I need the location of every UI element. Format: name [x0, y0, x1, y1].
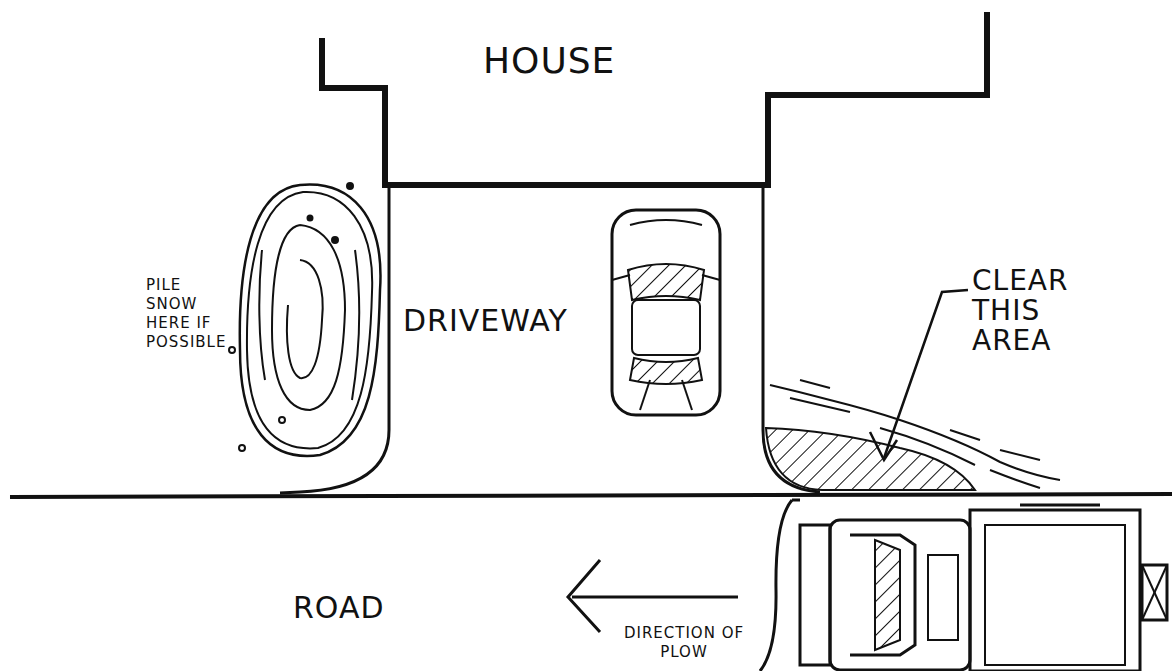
snow-drift [770, 380, 1060, 488]
note-label: PILE SNOW HERE IF POSSIBLE [146, 276, 238, 352]
callout-label: CLEAR THIS AREA [972, 266, 1092, 356]
clear-area [766, 428, 975, 490]
direction-arrow [568, 560, 738, 632]
area-label: DRIVEWAY [403, 303, 623, 339]
house-outline [322, 12, 987, 185]
building-label: HOUSE [483, 40, 683, 82]
road-edge [10, 494, 1172, 497]
plow-truck [760, 500, 1167, 671]
car [612, 210, 720, 415]
leader-arrow [870, 290, 968, 460]
snow-pile [229, 183, 380, 456]
arrow-label: DIRECTION OF PLOW [620, 624, 748, 662]
road-label: ROAD [293, 590, 433, 626]
